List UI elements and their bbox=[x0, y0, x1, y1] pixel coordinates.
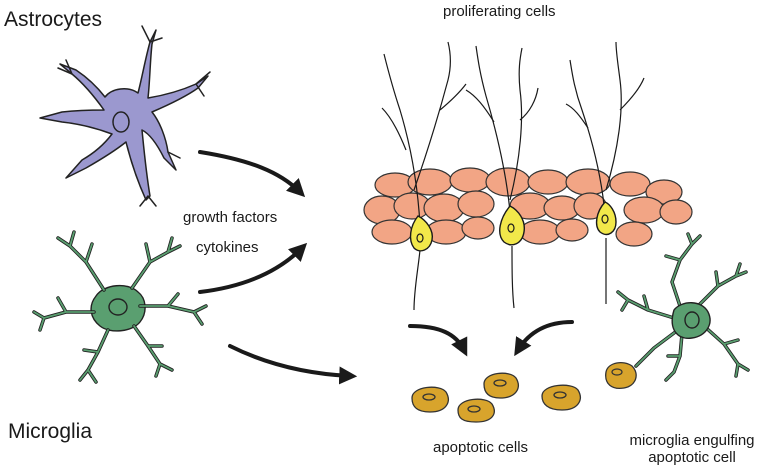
engulfing-label: microglia engulfing apoptotic cell bbox=[612, 432, 772, 466]
proliferating-cell-3 bbox=[565, 41, 645, 304]
proliferating-cell-2 bbox=[465, 45, 539, 309]
arrow-microglia-to-apoptotic bbox=[228, 344, 358, 385]
proliferating-cells-label: proliferating cells bbox=[443, 3, 556, 20]
arrow-microglia-to-cells bbox=[198, 242, 308, 294]
engulfing-label-line1: microglia engulfing bbox=[629, 432, 755, 449]
astrocyte-cell bbox=[39, 25, 211, 207]
proliferating-cell-1 bbox=[381, 41, 467, 311]
microglia-engulfing-cell bbox=[605, 232, 750, 390]
arrow-astrocyte-to-cells bbox=[198, 150, 306, 198]
engulfing-label-line2: apoptotic cell bbox=[648, 448, 736, 466]
apoptotic-cell bbox=[541, 384, 581, 411]
apoptotic-cells-label: apoptotic cells bbox=[433, 439, 529, 456]
cytokines-label: cytokines bbox=[196, 239, 259, 256]
neuroblast-cluster bbox=[363, 167, 693, 247]
arrow-cells-to-apoptotic-right bbox=[514, 320, 574, 357]
microglia-label: Microglia bbox=[8, 420, 93, 443]
astrocytes-label: Astrocytes bbox=[4, 8, 103, 31]
growth-factors-label: growth factors bbox=[183, 209, 278, 226]
apoptotic-cell bbox=[457, 398, 495, 423]
arrow-cells-to-apoptotic-left bbox=[408, 324, 468, 357]
apoptotic-cells bbox=[411, 372, 581, 423]
apoptotic-cell bbox=[411, 386, 449, 413]
apoptotic-cell bbox=[483, 372, 519, 399]
microglia-cell bbox=[32, 230, 208, 384]
